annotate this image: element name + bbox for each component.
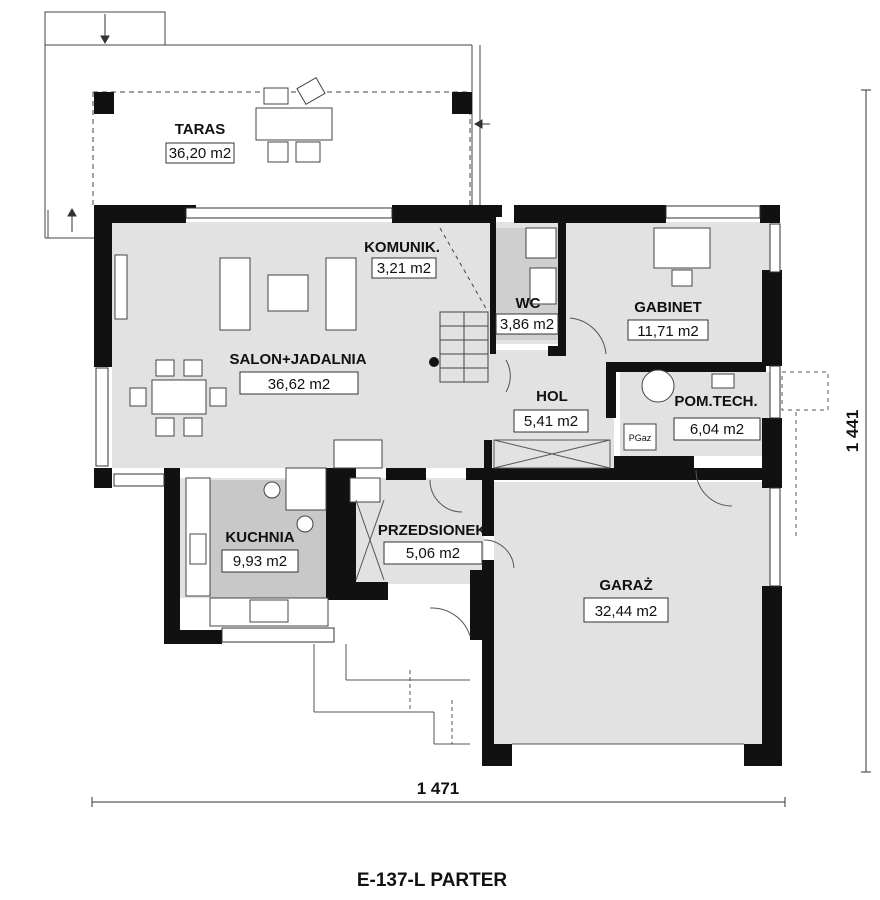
dimension-lines	[91, 89, 871, 807]
staircase	[439, 227, 489, 383]
plan-title: E-137-L PARTER	[357, 870, 508, 891]
dimension-width: 1 471	[417, 779, 460, 798]
stair-newel	[429, 357, 439, 367]
kitchen-stool-1	[263, 481, 281, 499]
room-pomtech-area-box	[673, 417, 761, 441]
room-pomtech-name: POM.TECH.	[674, 393, 757, 410]
room-komunik-area: 3,21 m2	[377, 260, 431, 277]
room-labels: TARAS 36,20 m2 KOMUNIK. 3,21 m2 WC 3,86 …	[165, 121, 761, 623]
room-przedsionek-area-box	[383, 541, 483, 565]
dimension-height: 1 441	[843, 410, 862, 453]
room-salon-name: SALON+JADALNIA	[229, 351, 366, 368]
room-wc-area-box	[495, 313, 559, 335]
room-hol-area: 5,41 m2	[524, 413, 578, 430]
walls	[94, 205, 782, 766]
room-kuchnia-area-box	[221, 549, 299, 573]
room-kuchnia-area: 9,93 m2	[233, 553, 287, 570]
room-pomtech-area: 6,04 m2	[690, 421, 744, 438]
room-komunik-name: KOMUNIK.	[364, 239, 440, 256]
room-hol-area-box	[513, 409, 589, 433]
room-taras-name: TARAS	[175, 121, 226, 138]
room-gabinet-name: GABINET	[634, 299, 702, 316]
door-swings	[313, 317, 829, 745]
room-taras-area: 36,20 m2	[169, 145, 232, 162]
equipment-pgaz-label: PGaz	[629, 433, 652, 443]
room-salon-area: 36,62 m2	[268, 376, 331, 393]
room-przedsionek-area: 5,06 m2	[406, 545, 460, 562]
terrace-pillar-right	[452, 92, 472, 114]
room-wc-area: 3,86 m2	[500, 316, 554, 333]
room-salon-area-box	[239, 371, 359, 395]
terrace-arrows	[67, 14, 490, 232]
terrace-pillar-left	[94, 92, 114, 114]
furniture	[114, 227, 735, 627]
room-gabinet-area-box	[627, 319, 709, 341]
room-kuchnia-name: KUCHNIA	[225, 529, 294, 546]
room-garaz-name: GARAŻ	[599, 577, 652, 594]
room-wc-name: WC	[516, 295, 541, 312]
room-hol-name: HOL	[536, 388, 568, 405]
room-garaz-area: 32,44 m2	[595, 603, 658, 620]
room-przedsionek-name: PRZEDSIONEK	[378, 522, 487, 539]
windows	[95, 205, 781, 643]
boiler-unit	[641, 369, 675, 403]
room-gabinet-area: 11,71 m2	[637, 323, 698, 340]
room-garaz-area-box	[583, 597, 669, 623]
room-taras-area-box	[165, 142, 235, 164]
room-komunik-area-box	[371, 257, 437, 279]
kitchen-stool-2	[296, 515, 314, 533]
terrace-furniture	[255, 77, 333, 163]
terrace	[44, 11, 481, 239]
